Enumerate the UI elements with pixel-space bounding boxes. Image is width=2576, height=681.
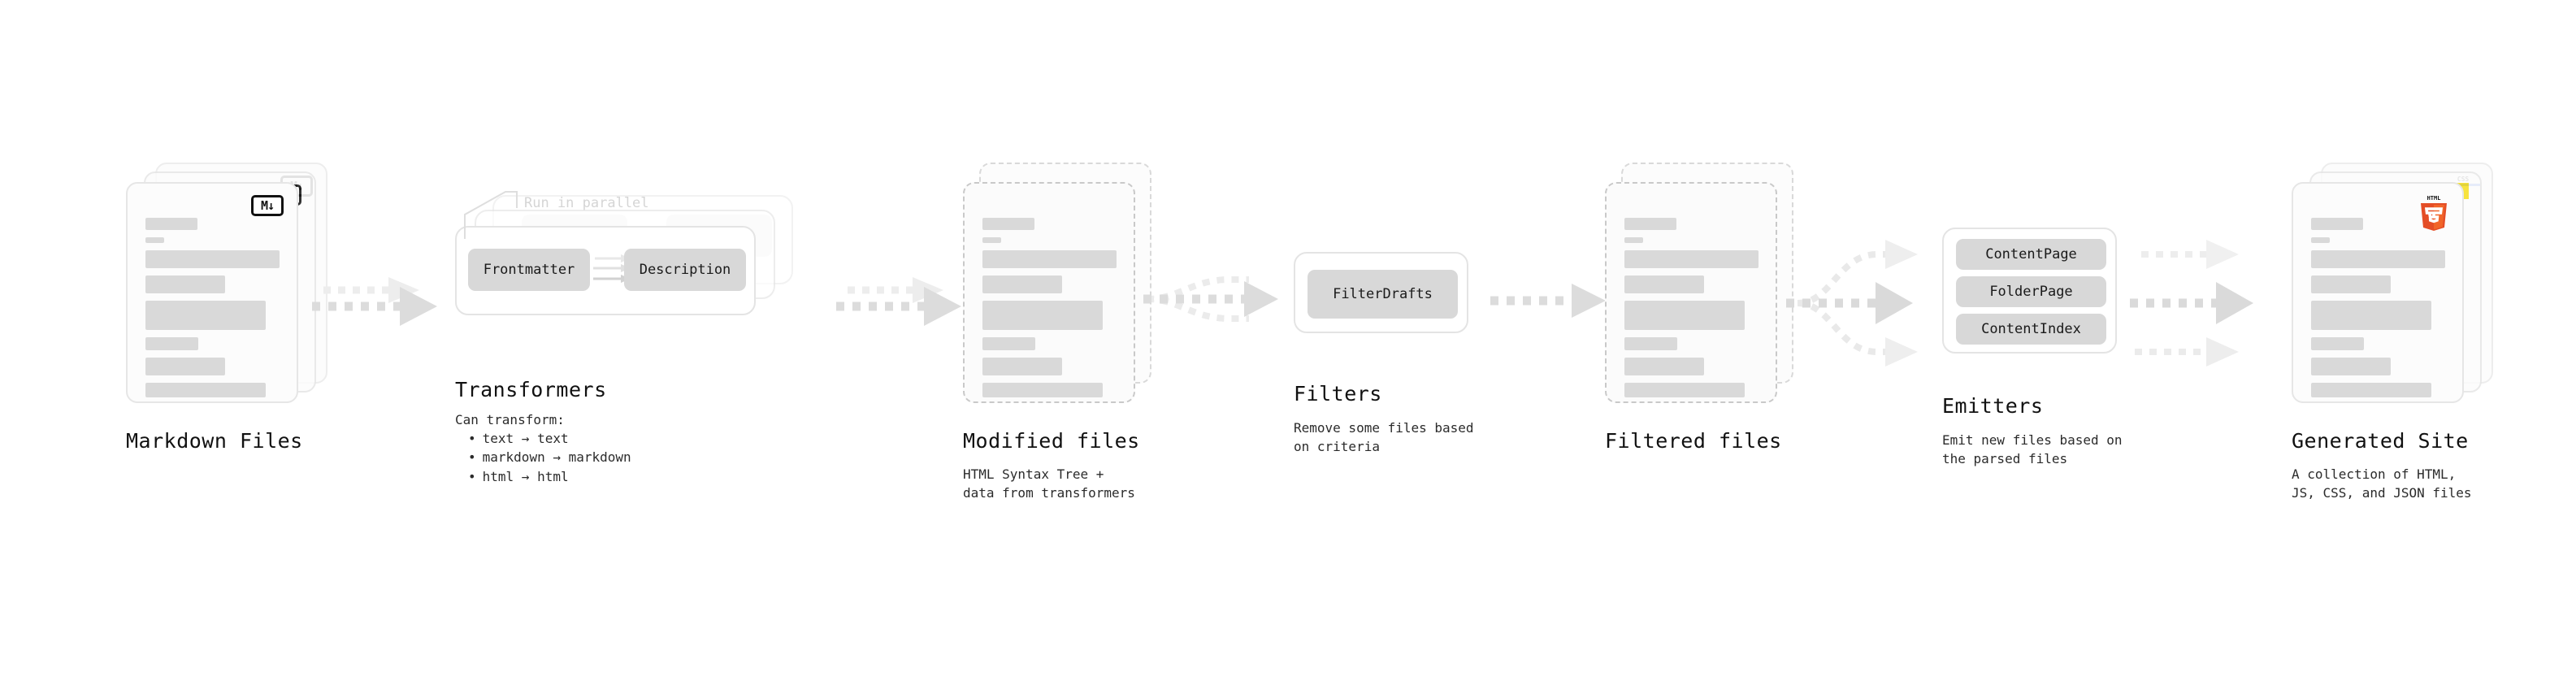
stage-filtered-files [1605, 163, 1808, 406]
placeholder-bar [145, 218, 197, 230]
generated-card-front[interactable]: HTML [2292, 182, 2464, 403]
placeholder-bar [2311, 358, 2391, 375]
filtered-files-title: Filtered files [1605, 429, 1782, 453]
placeholder-bar [1624, 301, 1745, 330]
placeholder-bar [145, 301, 266, 330]
generated-site-subtitle: A collection of HTML, JS, CSS, and JSON … [2292, 466, 2472, 501]
filters-card[interactable]: FilterDrafts [1294, 252, 1468, 333]
placeholder-bar [145, 237, 164, 243]
emitter-item-folderpage[interactable]: FolderPage [1956, 276, 2106, 307]
connector-filtered-to-emitters [1781, 232, 1944, 374]
filter-item-filterdrafts[interactable]: FilterDrafts [1308, 270, 1458, 319]
placeholder-bar [982, 218, 1034, 230]
placeholder-bar [2311, 275, 2391, 293]
markdown-card-placeholder-lines [145, 218, 280, 405]
generated-card-placeholder-lines [2311, 218, 2446, 405]
dotted-merge-arrow [1143, 276, 1278, 322]
dotted-triple-arrow [2130, 240, 2253, 367]
placeholder-bar [982, 301, 1103, 330]
placeholder-bar [982, 237, 1001, 243]
modified-files-subtitle: HTML Syntax Tree + data from transformer… [963, 466, 1135, 501]
markdown-badge-icon: M↓ [251, 195, 284, 216]
list-item: markdown → markdown [468, 448, 631, 466]
modified-files-title: Modified files [963, 429, 1140, 453]
placeholder-bar [1624, 337, 1677, 350]
placeholder-bar [2311, 250, 2445, 268]
generated-site-title: Generated Site [2292, 429, 2469, 453]
placeholder-bar [145, 383, 266, 397]
placeholder-bar [1624, 237, 1643, 243]
transformers-title: Transformers [455, 378, 607, 401]
placeholder-bar [982, 337, 1035, 350]
placeholder-bar [982, 383, 1103, 397]
connector-modified-to-filters [1142, 268, 1296, 349]
dotted-stack-arrow [836, 277, 961, 326]
stage-markdown-files: M↓ M↓ M↓ [126, 163, 337, 406]
emitter-item-contentindex[interactable]: ContentIndex [1956, 314, 2106, 345]
connector-markdown-to-transformers [309, 272, 455, 345]
transformer-item-description[interactable]: Description [624, 249, 746, 291]
markdown-card-front[interactable]: M↓ [126, 182, 298, 403]
transformer-card-front[interactable]: Frontmatter Description [455, 226, 756, 315]
connector-filters-to-filtered [1487, 280, 1617, 329]
connector-transformers-to-modified [833, 272, 979, 345]
placeholder-bar [2311, 383, 2431, 397]
svg-text:HTML: HTML [2427, 195, 2441, 202]
modified-card-placeholder-lines [982, 218, 1117, 405]
placeholder-bar [982, 275, 1062, 293]
placeholder-bar [1624, 358, 1704, 375]
dotted-arrow [1490, 284, 1606, 318]
emitter-item-contentpage[interactable]: ContentPage [1956, 239, 2106, 270]
placeholder-bar [1624, 218, 1676, 230]
list-item: text → text [468, 429, 631, 448]
placeholder-bar [145, 250, 280, 268]
transformers-capability-list: Can transform: text → text markdown → ma… [455, 410, 631, 486]
filters-subtitle: Remove some files based on criteria [1294, 420, 1474, 455]
emitters-title: Emitters [1942, 394, 2044, 418]
stage-modified-files [963, 163, 1166, 406]
transformer-item-frontmatter[interactable]: Frontmatter [468, 249, 590, 291]
placeholder-bar [1624, 383, 1745, 397]
filters-title: Filters [1294, 382, 1382, 406]
placeholder-bar [2311, 237, 2330, 243]
transformers-list: text → text markdown → markdown html → h… [455, 429, 631, 486]
dotted-fan-out-arrow [1786, 240, 1918, 367]
placeholder-bar [2311, 337, 2364, 350]
markdown-files-title: Markdown Files [126, 429, 303, 453]
placeholder-bar [982, 250, 1117, 268]
filtered-card-placeholder-lines [1624, 218, 1759, 405]
stage-generated-site: CSS HTML [2292, 163, 2511, 406]
emitters-card[interactable]: ContentPage FolderPage ContentIndex [1942, 228, 2117, 354]
placeholder-bar [1624, 250, 1759, 268]
connector-emitters-to-site [2125, 232, 2288, 374]
transformers-list-lead: Can transform: [455, 412, 565, 427]
placeholder-bar [982, 358, 1062, 375]
modified-card-front[interactable] [963, 182, 1135, 403]
run-in-parallel-bracket [464, 191, 518, 239]
placeholder-bar [145, 337, 198, 350]
emitters-subtitle: Emit new files based on the parsed files [1942, 432, 2123, 467]
stage-transformers: Frontmatter Description [455, 191, 829, 382]
placeholder-bar [145, 358, 225, 375]
html5-badge-icon: HTML [2417, 193, 2451, 231]
placeholder-bar [2311, 218, 2363, 230]
filtered-card-front[interactable] [1605, 182, 1777, 403]
list-item: html → html [468, 467, 631, 486]
placeholder-bar [145, 275, 225, 293]
dotted-stack-arrow [312, 277, 437, 326]
run-in-parallel-note: Run in parallel [524, 195, 649, 211]
placeholder-bar [1624, 275, 1704, 293]
placeholder-bar [2311, 301, 2431, 330]
